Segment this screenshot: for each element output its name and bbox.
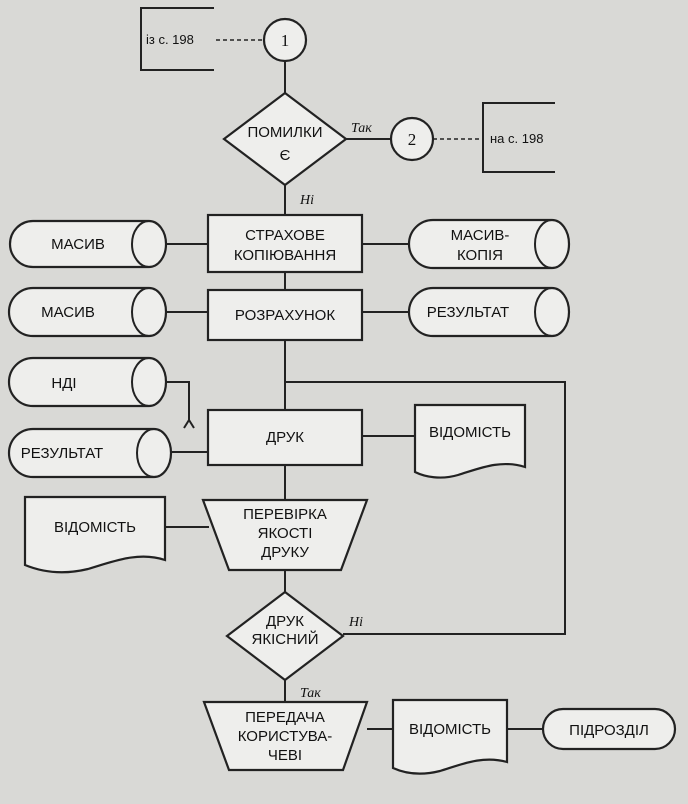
document-label: ВІДОМІСТЬ <box>54 519 136 536</box>
document-print: ВІДОМІСТЬ <box>413 403 527 479</box>
storage-massive-2: МАСИВ <box>7 286 168 338</box>
decision-line1: ДРУК <box>266 613 304 630</box>
storage-label: МАСИВ <box>41 304 95 321</box>
storage-line1: МАСИВ- <box>451 227 510 244</box>
storage-label: МАСИВ <box>51 236 105 253</box>
storage-label: НДІ <box>51 375 76 392</box>
connector-circle <box>262 17 308 63</box>
storage-label: РЕЗУЛЬТАТ <box>427 304 509 321</box>
manual-line2: КОРИСТУВА- <box>238 728 333 745</box>
storage-line2: КОПІЯ <box>457 247 503 264</box>
decision-line1: ПОМИЛКИ <box>247 124 322 141</box>
connector-ref: на с. 198 <box>490 131 543 146</box>
manual-op-check: ПЕРЕВІРКА ЯКОСТІ ДРУКУ <box>201 498 369 572</box>
process-line2: КОПІЮВАННЯ <box>234 247 336 264</box>
process-backup: СТРАХОВЕ КОПІЮВАННЯ <box>206 213 364 274</box>
decision-quality: ДРУК ЯКІСНИЙ Ні Так <box>225 590 363 701</box>
storage-ndi: НДІ <box>7 356 168 408</box>
manual-op-transfer: ПЕРЕДАЧА КОРИСТУВА- ЧЕВІ <box>202 700 369 772</box>
yes-label: Так <box>300 686 321 701</box>
document-transfer: ВІДОМІСТЬ <box>391 698 509 775</box>
document-check: ВІДОМІСТЬ <box>23 495 167 574</box>
manual-line2: ЯКОСТІ <box>258 525 313 542</box>
storage-massive-1: МАСИВ <box>8 219 168 269</box>
document-label: ВІДОМІСТЬ <box>429 424 511 441</box>
terminal-division: ПІДРОЗДІЛ <box>541 707 677 751</box>
storage-result-in: РЕЗУЛЬТАТ <box>7 427 173 479</box>
terminal-label: ПІДРОЗДІЛ <box>569 722 649 739</box>
storage-massive-copy: МАСИВ- КОПІЯ <box>407 218 571 270</box>
document-label: ВІДОМІСТЬ <box>409 721 491 738</box>
connector-number: 2 <box>408 130 417 149</box>
no-label: Ні <box>348 615 363 630</box>
connector-2: 2 на с. 198 <box>389 102 555 173</box>
decision-line2: ЯКІСНИЙ <box>252 630 319 648</box>
manual-line3: ЧЕВІ <box>268 747 302 764</box>
storage-result-out: РЕЗУЛЬТАТ <box>407 286 571 338</box>
flow-lines <box>165 61 566 730</box>
process-label: РОЗРАХУНОК <box>235 307 335 324</box>
manual-line1: ПЕРЕДАЧА <box>245 709 325 726</box>
decision-line2: Є <box>280 147 291 164</box>
process-print: ДРУК <box>206 408 364 467</box>
manual-line3: ДРУКУ <box>261 544 309 561</box>
decision-errors: ПОМИЛКИ Є Так Ні <box>222 91 372 208</box>
manual-line1: ПЕРЕВІРКА <box>243 506 327 523</box>
connector-ref: із с. 198 <box>146 32 194 47</box>
no-label: Ні <box>299 193 314 208</box>
process-label: ДРУК <box>266 429 304 446</box>
yes-label: Так <box>351 121 372 136</box>
connector-number: 1 <box>281 31 290 50</box>
storage-label: РЕЗУЛЬТАТ <box>21 445 103 462</box>
process-line1: СТРАХОВЕ <box>245 227 325 244</box>
process-calc: РОЗРАХУНОК <box>206 288 364 342</box>
connector-1: 1 із с. 198 <box>140 7 308 71</box>
